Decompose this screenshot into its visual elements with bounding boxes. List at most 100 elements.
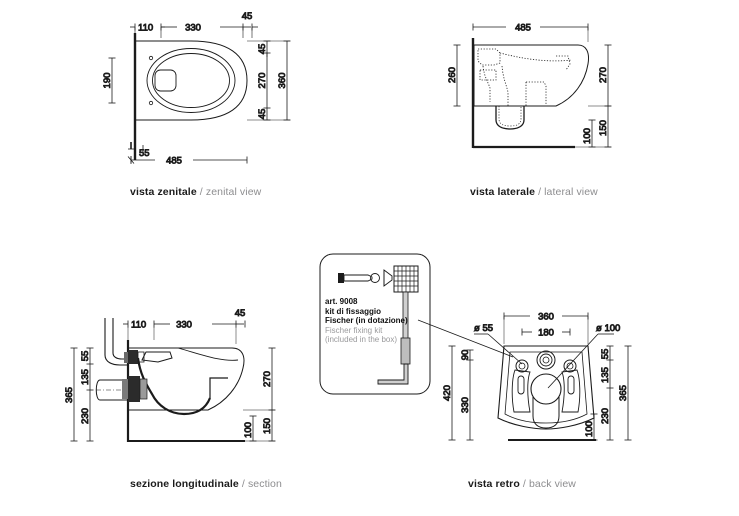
fixing-kit-callout: [318, 252, 438, 397]
dim-right-chain: [247, 40, 291, 121]
dim-section-right-100: 100: [243, 422, 254, 438]
bolt-hole-left-outer: [515, 359, 529, 373]
seat-ring-inner: [152, 53, 230, 108]
dim-top-485: [472, 23, 589, 42]
dim-zenital-right-3: 45: [257, 109, 268, 120]
caption-zenital-it: vista zenitale: [130, 186, 197, 198]
bolt-shaft: [343, 274, 373, 282]
zenital-drawing: 110 330 45 190: [102, 11, 291, 167]
bowl-step: [209, 377, 228, 398]
caption-zenital-sep: /: [199, 186, 203, 198]
dim-back-d55: ø 55: [474, 323, 493, 334]
dim-top-chain: [503, 312, 589, 344]
body-outline: [473, 44, 589, 107]
dim-back-right-135: 135: [600, 367, 611, 383]
inner-contour: [177, 347, 239, 361]
caption-lateral-it: vista laterale: [470, 186, 536, 198]
dim-bottom-chain: [127, 142, 248, 164]
kit-line-en-2: (included in the box): [325, 335, 398, 345]
caption-section-it: sezione longitudinale: [130, 478, 239, 490]
slot-right: [567, 375, 575, 395]
dim-left-260: [453, 44, 461, 107]
dim-back-top-360: 360: [538, 312, 554, 323]
kit-line-it-2: Fischer (in dotazione): [325, 316, 408, 326]
body-outline: [497, 345, 595, 430]
outlet-skirt-inner: [498, 106, 522, 127]
dim-back-left-330: 330: [460, 397, 471, 413]
dim-section-top-1: 110: [131, 320, 146, 331]
dim-section-left-135: 135: [80, 369, 91, 385]
dim-section-right-150: 150: [262, 418, 273, 434]
bowl-outline: [134, 40, 248, 121]
dim-top-chain: [123, 320, 246, 344]
bowl-inner-wall: [136, 357, 212, 416]
dim-back-left-90: 90: [460, 350, 471, 361]
outlet-skirt: [532, 397, 560, 429]
dim-section-top-2: 330: [176, 320, 192, 331]
section-drawing: 110 330 45 55: [64, 308, 276, 442]
dim-zenital-right-1: 45: [257, 44, 268, 55]
dim-zenital-bottom-total: 485: [166, 156, 182, 167]
dim-lateral-top: 485: [515, 23, 531, 34]
kit-line-en-1: Fischer fixing kit: [325, 325, 383, 335]
dim-back-right-100: 100: [584, 421, 595, 437]
dim-back-right-55: 55: [600, 349, 611, 360]
dim-right-chain: [590, 345, 632, 441]
flush-opening: [154, 69, 177, 92]
dim-section-top-3: 45: [235, 308, 246, 319]
caption-section-sep: /: [241, 478, 245, 490]
dim-zenital-right-2: 270: [257, 73, 268, 89]
kit-line-it-1: kit di fissaggio: [325, 306, 382, 316]
view-section: 110 330 45 55: [60, 300, 295, 465]
fixing-kit-text: art. 9008 kit di fissaggio Fischer (in d…: [325, 297, 408, 345]
dim-zenital-right-total: 360: [277, 73, 288, 89]
dim-left-chain: [70, 347, 94, 442]
caption-section-en: section: [247, 478, 282, 490]
dim-zenital-left-190: 190: [102, 73, 113, 89]
dim-lateral-left: 260: [447, 67, 458, 83]
view-zenital: 110 330 45 190: [95, 8, 325, 183]
dim-left-chain: [448, 345, 474, 441]
dim-right-chain: [575, 44, 612, 148]
back-drawing: 360 180 ø 55 ø 100: [417, 311, 632, 441]
body-outline: [128, 347, 245, 411]
kit-art-label: art. 9008: [325, 297, 358, 306]
fischer-anchor: [393, 265, 419, 293]
caption-back: vista retro / back view: [468, 478, 576, 490]
caption-lateral-sep: /: [538, 186, 542, 198]
hidden-detail: [477, 48, 573, 106]
fixing-hole-bottom: [148, 100, 154, 106]
bolt-hole-right-outer: [563, 359, 577, 373]
inlet-boss-inner: [542, 356, 550, 364]
caption-zenital-en: zenital view: [205, 186, 262, 198]
caption-zenital: vista zenitale / zenital view: [130, 186, 261, 198]
caption-section: sezione longitudinale / section: [130, 478, 282, 490]
dim-top-chain: [130, 23, 258, 38]
outlet-skirt: [495, 106, 525, 130]
inlet-fitting: [124, 350, 145, 364]
dim-right-chain: [243, 347, 276, 442]
dim-lateral-right-270: 270: [598, 67, 609, 83]
dim-back-right-230: 230: [600, 408, 611, 424]
lateral-drawing: 485 260: [447, 22, 612, 149]
rim-detail: [141, 351, 173, 363]
seat-ring-outer: [146, 48, 236, 113]
dim-section-left-55: 55: [80, 351, 91, 362]
caption-lateral-en: lateral view: [544, 186, 598, 198]
dim-section-left-total: 365: [64, 387, 75, 403]
outlet-fitting: [122, 376, 148, 402]
diameter-leaders: [474, 333, 614, 389]
supply-pipe-inner: [112, 318, 128, 360]
bolt-nut: [370, 273, 380, 283]
bolt-hole-left-inner: [518, 362, 526, 370]
fixing-hole-top: [148, 55, 154, 61]
dim-back-right-total: 365: [618, 385, 629, 401]
caption-back-sep: /: [522, 478, 526, 490]
dim-back-left-total: 420: [442, 385, 453, 401]
dim-zenital-top-2: 330: [185, 23, 201, 34]
slot-left: [517, 375, 525, 395]
kit-leader-line: [417, 319, 514, 358]
dim-back-top-180: 180: [538, 328, 554, 339]
bolt-head: [338, 273, 344, 283]
